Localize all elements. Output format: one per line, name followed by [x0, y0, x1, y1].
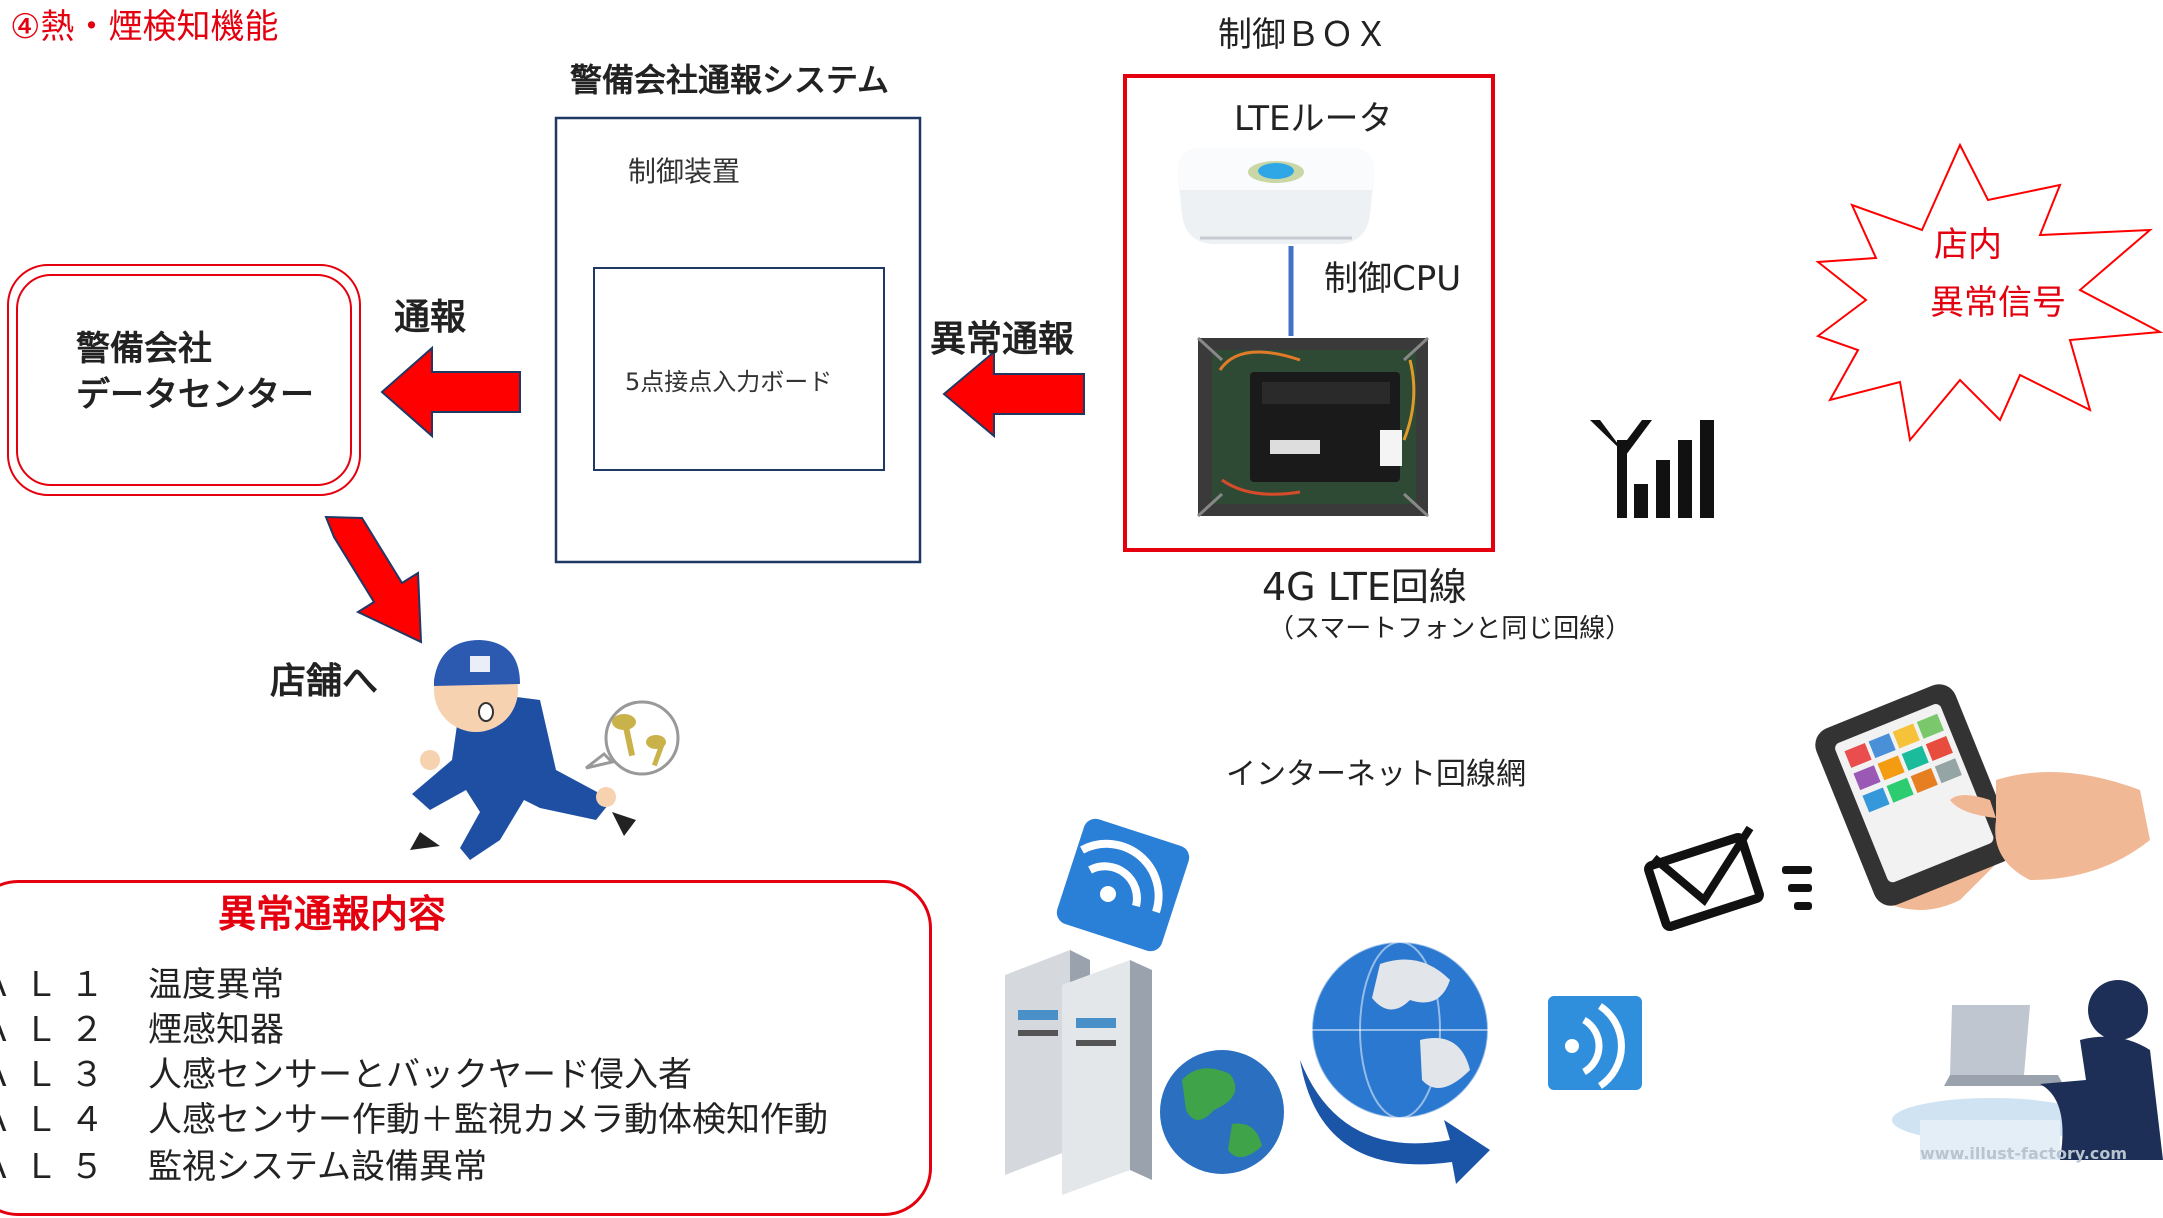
lte-router-label: LTEルータ — [1234, 99, 1393, 139]
datacenter-box — [7, 264, 361, 496]
person-laptop-illustration — [1892, 980, 2163, 1160]
report-item-text: 煙感知器 — [148, 1010, 284, 1050]
control-cpu-label: 制御CPU — [1324, 259, 1462, 299]
lte-router-image — [1177, 148, 1375, 244]
report-item-text: 温度異常 — [148, 965, 284, 1005]
lte-line-label: 4G LTE回線 — [1262, 565, 1467, 609]
report-item-code: ＡＬ１ — [0, 965, 116, 1005]
report-arrow — [380, 345, 521, 439]
input-board-box — [593, 267, 885, 471]
abnormal-report-arrow — [942, 349, 1085, 439]
security-guard-illustration — [410, 640, 636, 860]
datacenter-label-line2: データセンター — [76, 375, 314, 415]
antenna-signal-icon — [1590, 420, 1714, 518]
wifi-badge-icon — [1056, 818, 1190, 952]
internet-globe-icon — [1300, 941, 1490, 1184]
globe-small-icon — [1160, 1050, 1284, 1174]
report-contents-title: 異常通報内容 — [218, 892, 447, 936]
report-item-text: 人感センサーとバックヤード侵入者 — [148, 1055, 692, 1095]
report-item-code: ＡＬ３ — [0, 1055, 116, 1095]
report-item-text: 監視システム設備異常 — [148, 1147, 487, 1187]
control-box-frame — [1123, 74, 1495, 552]
control-box-title: 制御ＢＯＸ — [1218, 15, 1388, 55]
report-item-code: ＡＬ２ — [0, 1010, 116, 1050]
key-speech-bubble — [585, 700, 680, 776]
report-item-code: ＡＬ４ — [0, 1100, 116, 1140]
security-system-box — [554, 116, 922, 564]
page-title: ④熱・煙検知機能 — [10, 7, 279, 47]
store-signal-line2: 異常信号 — [1930, 283, 2066, 323]
server-icon — [1005, 950, 1152, 1195]
security-system-title: 警備会社通報システム — [570, 61, 890, 99]
input-board-label: 5点接点入力ボード — [625, 368, 833, 396]
report-item-code: ＡＬ５ — [0, 1147, 116, 1187]
datacenter-label-line1: 警備会社 — [76, 329, 212, 369]
watermark-text: www.illust-factory.com — [1920, 1144, 2128, 1163]
wifi-signal-icon — [1548, 996, 1642, 1090]
to-store-label: 店舗へ — [270, 661, 379, 702]
control-cpu-image — [1196, 336, 1430, 518]
report-item-text: 人感センサー作動＋監視カメラ動体検知作動 — [148, 1100, 828, 1140]
lte-line-sublabel: （スマートフォンと同じ回線） — [1268, 614, 1632, 644]
report-contents-panel — [0, 880, 932, 1216]
to-store-arrow — [324, 515, 423, 644]
store-signal-line1: 店内 — [1934, 225, 2002, 265]
internet-network-label: インターネット回線網 — [1226, 757, 1526, 792]
abnormal-report-arrow-label: 異常通報 — [930, 319, 1075, 360]
mail-icon — [1644, 825, 1812, 932]
store-signal-burst — [1815, 142, 2163, 443]
control-device-label: 制御装置 — [628, 155, 741, 188]
report-arrow-label: 通報 — [394, 297, 467, 338]
smartphone-hand-illustration — [1815, 684, 2150, 910]
